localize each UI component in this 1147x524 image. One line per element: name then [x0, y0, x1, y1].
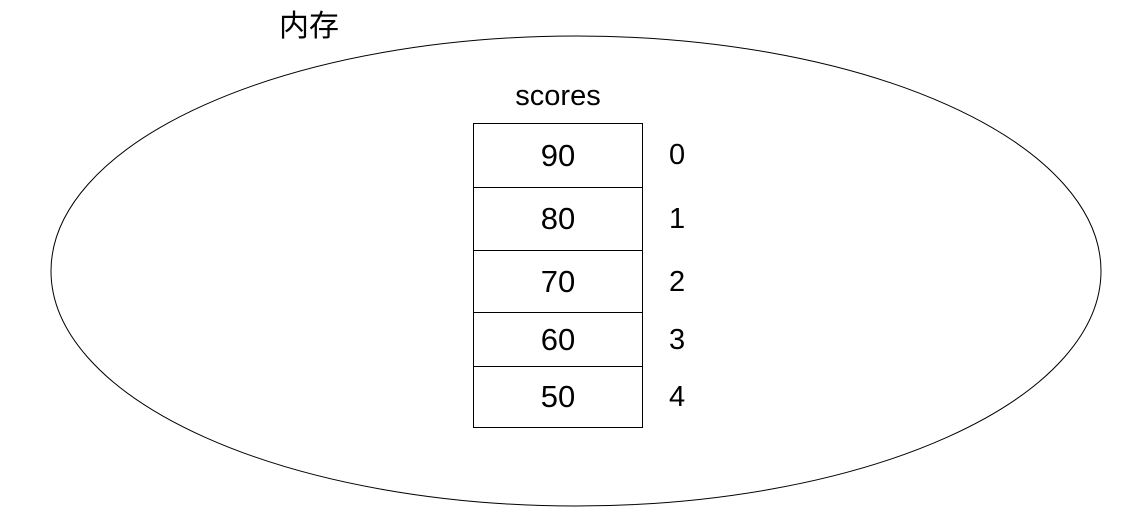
array-row: 60 3	[473, 313, 685, 367]
memory-ellipse-outline	[50, 35, 1102, 507]
array-index-label-0: 0	[669, 139, 686, 171]
array-row: 50 4	[473, 367, 685, 428]
array-cell-2: 70	[473, 251, 643, 313]
array-index-label-1: 1	[669, 203, 686, 235]
scores-array: 90 0 80 1 70 2 60 3 50 4	[473, 123, 685, 428]
array-row: 90 0	[473, 123, 685, 188]
array-name-label: scores	[515, 80, 601, 112]
array-row: 70 2	[473, 251, 685, 313]
array-cell-4: 50	[473, 367, 643, 428]
array-index-label-2: 2	[669, 265, 686, 298]
array-cell-0: 90	[473, 123, 643, 188]
array-index-label-4: 4	[669, 381, 686, 413]
array-cell-3: 60	[473, 313, 643, 367]
array-index-label-3: 3	[669, 323, 686, 356]
array-row: 80 1	[473, 188, 685, 251]
array-cell-1: 80	[473, 188, 643, 251]
memory-label: 内存	[279, 10, 339, 43]
